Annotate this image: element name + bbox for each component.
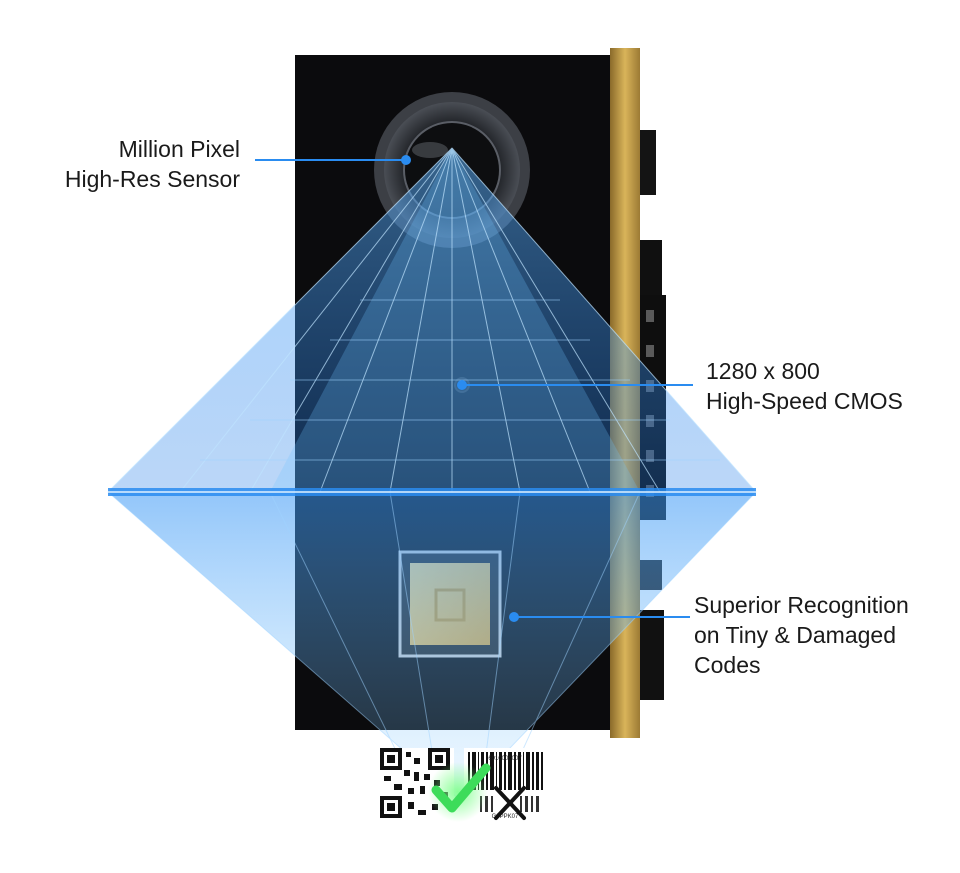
light-beam-upper [107,147,757,493]
barcode-top-digits: 6910000007 [488,756,522,762]
callout-sensor-line1: Million Pixel [118,136,240,162]
callout-cmos: 1280 x 800 High-Speed CMOS [706,356,946,416]
callout-sensor: Million Pixel High-Res Sensor [40,134,240,194]
callout-recognition-line1: Superior Recognition [694,592,909,618]
callout-recognition: Superior Recognition on Tiny & Damaged C… [694,590,954,680]
check-icon [428,762,491,822]
callout-sensor-line2: High-Res Sensor [64,166,240,192]
callout-recognition-line2: on Tiny & Damaged [694,622,897,648]
callout-recognition-line3: Codes [694,652,761,678]
cross-icon [494,786,526,820]
barcode-bottom-digits: G0PPK07 [492,814,519,820]
callout-cmos-line1: 1280 x 800 [706,358,820,384]
callout-cmos-line2: High-Speed CMOS [706,388,903,414]
callout-connectors [255,155,693,622]
